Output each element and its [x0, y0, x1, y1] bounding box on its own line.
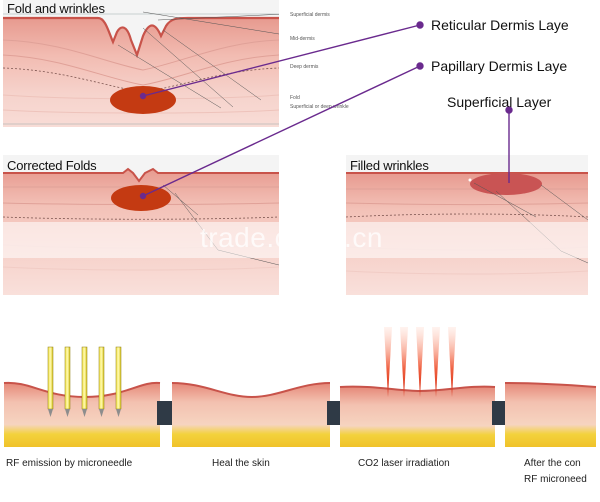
caption-step-3: CO2 laser irradiation: [358, 458, 450, 469]
label-superficial-or-deep-wrinkle: Superficial or deep wrinkle: [290, 104, 349, 110]
label-reticular-dermis: Reticular Dermis Laye: [431, 17, 569, 33]
step-1-illustration: [3, 346, 161, 447]
caption-step-1: RF emission by microneedle: [6, 458, 133, 469]
label-deep-dermis: Deep dermis: [290, 64, 319, 70]
leader-papillary-dot: [416, 62, 424, 70]
filled-panel-title: Filled wrinkles: [350, 158, 429, 173]
label-fold: Fold: [290, 95, 300, 101]
label-superficial-dermis: Superficial dermis: [290, 12, 330, 18]
leader-reticular-dot: [416, 21, 424, 29]
filled-superficial-blob: [470, 173, 542, 195]
leader-papillary: [142, 65, 421, 197]
process-strip: [3, 327, 597, 447]
caption-step-2: Heal the skin: [212, 458, 270, 469]
fold-injection-blob: [110, 86, 176, 114]
label-mid-dermis: Mid-dermis: [290, 36, 315, 42]
leader-superficial-dot: [505, 106, 513, 114]
leader-lines: [139, 21, 513, 200]
fold-skin-illustration: [3, 0, 279, 127]
step-3-illustration: [339, 327, 496, 447]
label-papillary-dermis: Papillary Dermis Laye: [431, 58, 568, 74]
fold-panel-title: Fold and wrinkles: [7, 1, 105, 16]
panel-fold-and-wrinkles: Fold and wrinkles: [3, 0, 279, 127]
corrected-panel-title: Corrected Folds: [7, 158, 97, 173]
caption-step-4: After the con: [524, 458, 581, 469]
watermark-band: [0, 222, 600, 258]
label-superficial-layer: Superficial Layer: [447, 94, 552, 110]
caption-step-4-line-2: RF microneed: [524, 474, 587, 485]
leader-reticular: [142, 24, 421, 97]
watermark-text: trade.china.cn: [200, 222, 383, 253]
step-4-illustration: [504, 382, 597, 447]
step-2-illustration: [171, 382, 331, 447]
